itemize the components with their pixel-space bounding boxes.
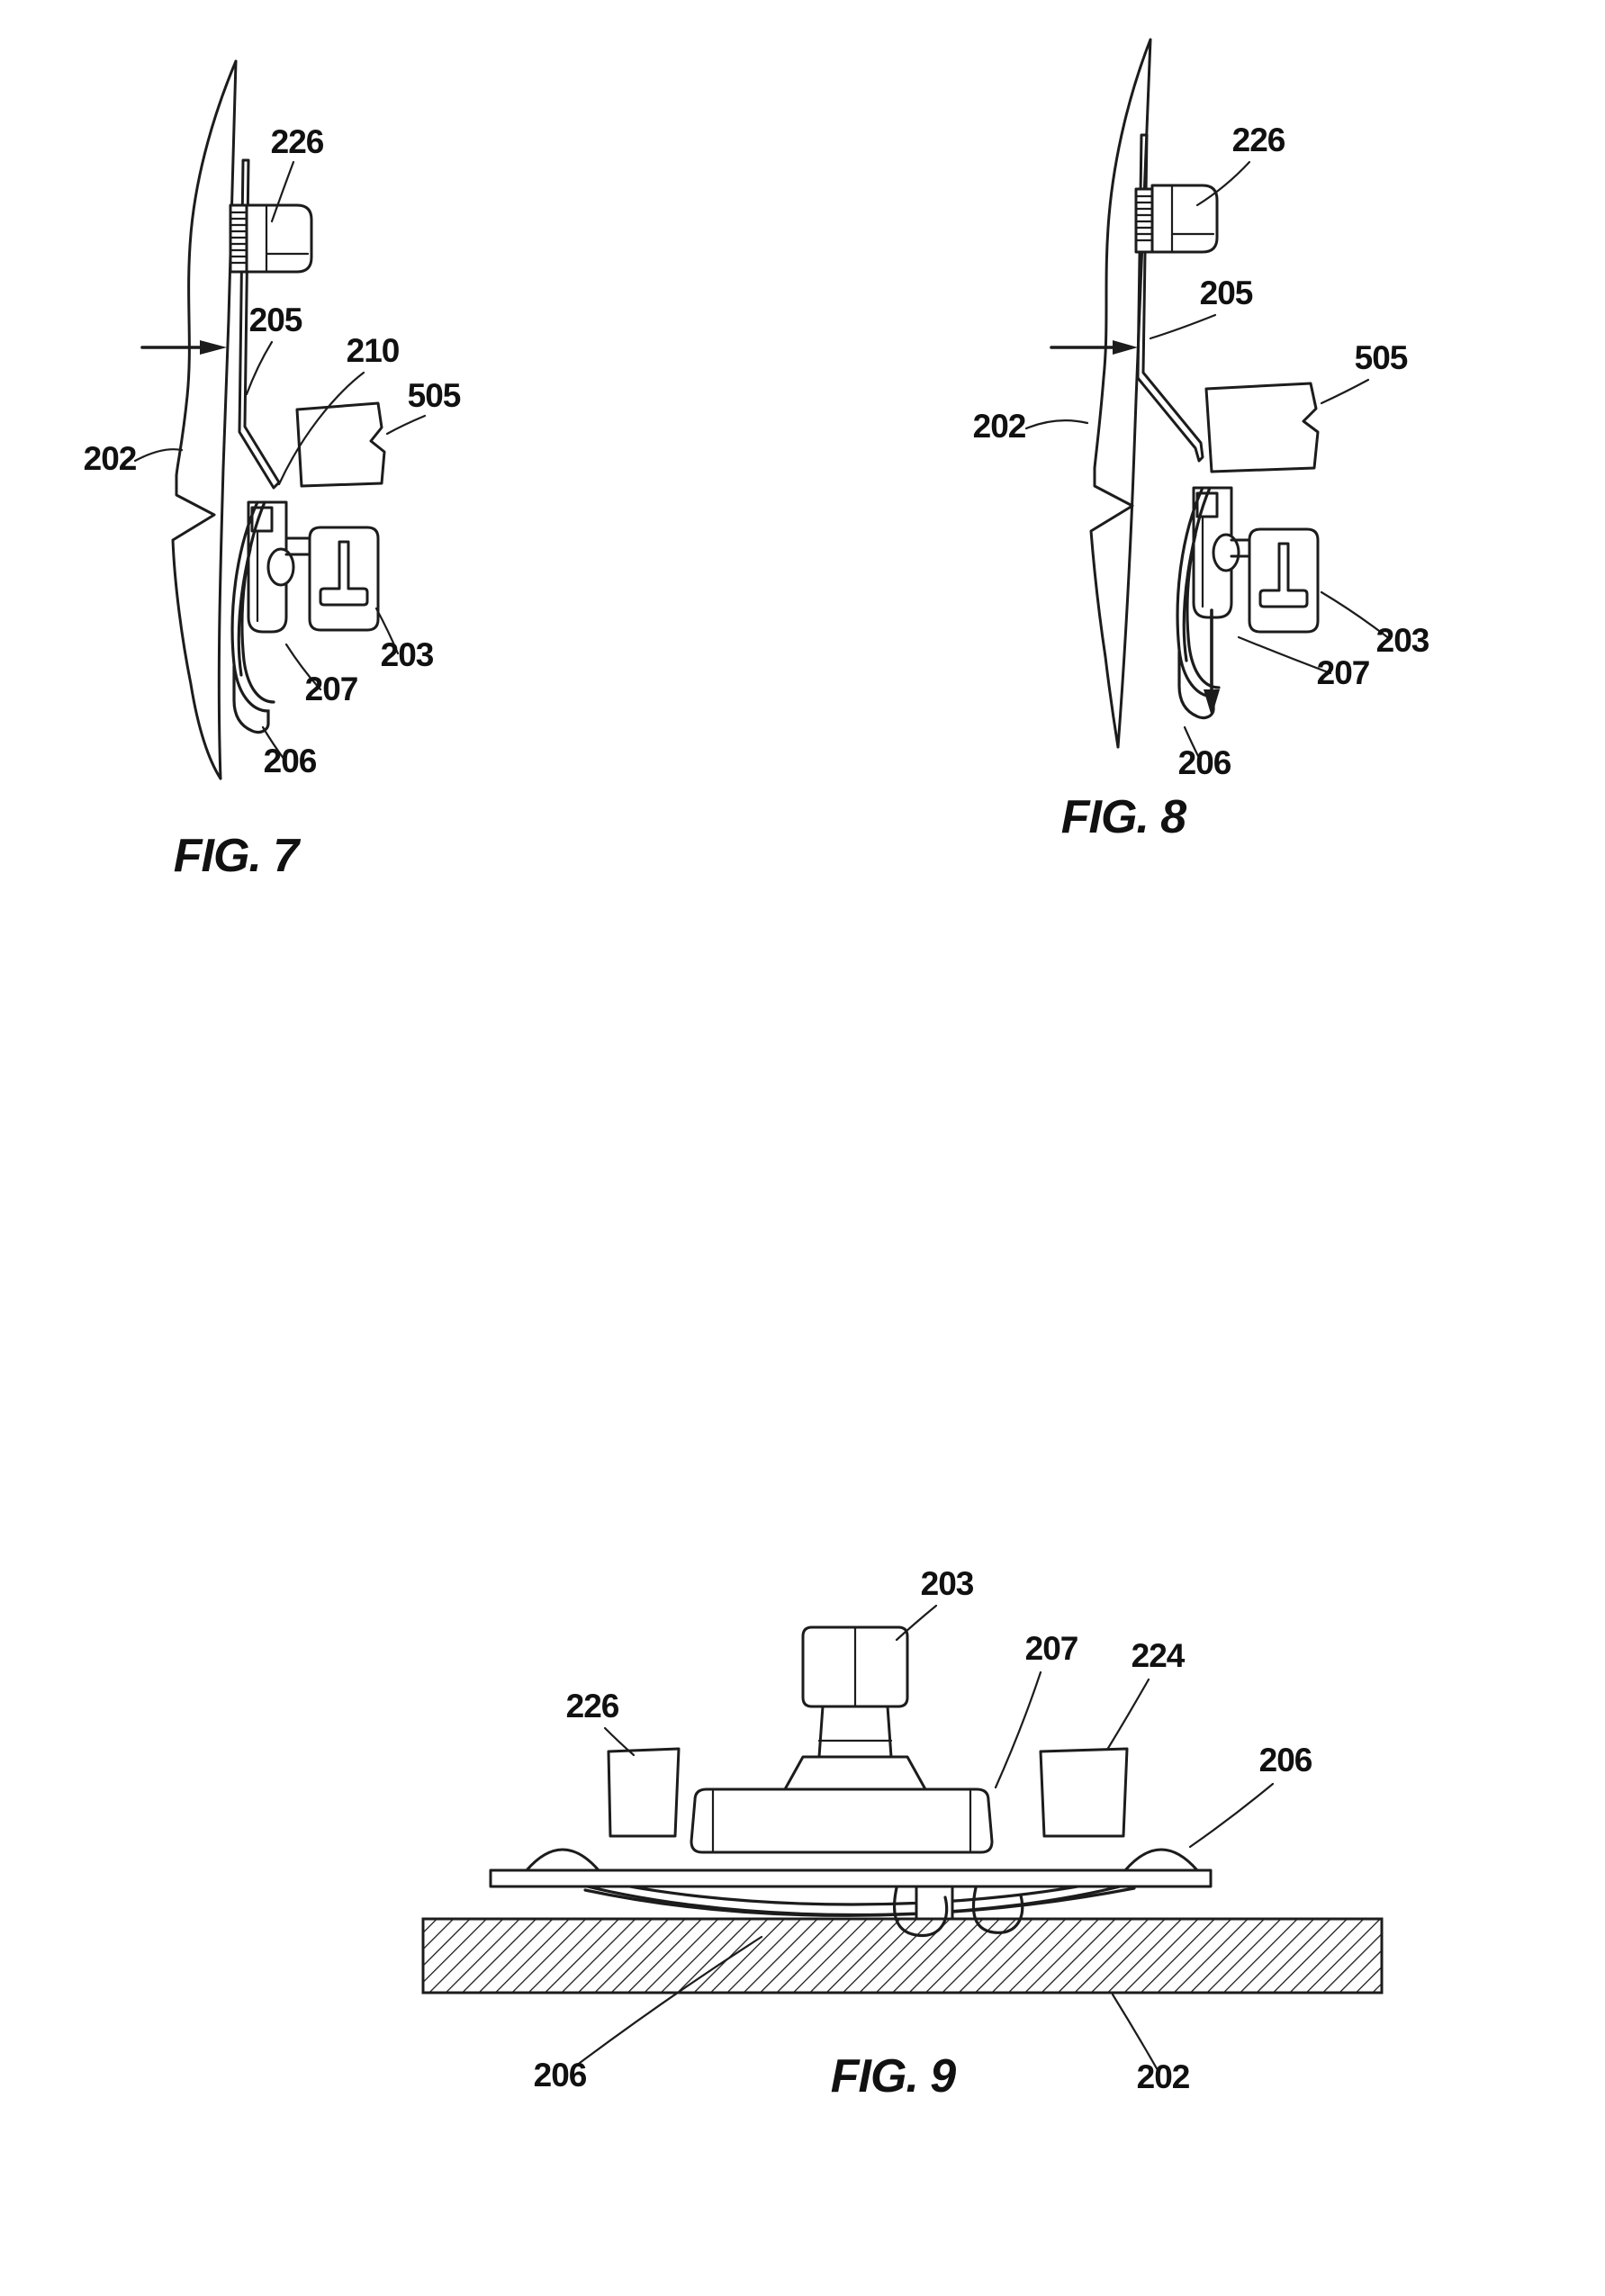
- knurled-knob-226: [229, 203, 313, 274]
- block-505: [295, 401, 386, 488]
- figure-9-caption: FIG. 9: [831, 2050, 957, 2102]
- figure-8-drawing: 226 205 505 202 203 207 206 FIG. 8: [973, 38, 1430, 843]
- block-505: [1204, 382, 1320, 473]
- spring-wire-207-hook-206: [230, 500, 275, 734]
- stud-post: [817, 1705, 893, 1759]
- ref-label-203: 203: [921, 1565, 974, 1602]
- center-plate: [690, 1787, 994, 1854]
- knob-224: [1039, 1747, 1129, 1838]
- figure-7-caption: FIG. 7: [174, 830, 302, 882]
- ref-label-206-left: 206: [534, 2057, 587, 2093]
- knurled-knob-226: [1134, 184, 1219, 254]
- ref-label-505: 505: [1355, 339, 1408, 376]
- ref-label-202: 202: [84, 440, 137, 477]
- leader-lines: [571, 1604, 1275, 2072]
- knob-226: [607, 1747, 681, 1838]
- leader-lines: [133, 160, 427, 761]
- ref-label-226: 226: [1232, 122, 1285, 158]
- ref-label-505: 505: [408, 377, 461, 414]
- base-strip: [489, 1848, 1213, 1888]
- ref-label-226: 226: [271, 123, 324, 160]
- ref-label-206-right: 206: [1259, 1742, 1312, 1778]
- ref-label-207: 207: [305, 671, 358, 707]
- ref-label-207: 207: [1025, 1630, 1078, 1667]
- left-dome: [525, 1848, 600, 1872]
- figure-9-drawing: 203 207 224 226 206 206 202 FIG. 9: [421, 1565, 1384, 2102]
- engage-down-arrow: [1204, 608, 1220, 716]
- insertion-arrow: [1050, 340, 1138, 355]
- ref-label-210: 210: [347, 332, 400, 369]
- ref-label-224: 224: [1132, 1637, 1186, 1674]
- ref-label-226: 226: [566, 1688, 619, 1724]
- figure-8-caption: FIG. 8: [1061, 791, 1187, 843]
- t-plate-203: [1230, 527, 1320, 634]
- ref-label-206: 206: [264, 743, 317, 779]
- ref-label-207: 207: [1317, 654, 1370, 691]
- panel-202: [171, 59, 238, 780]
- t-slot: [319, 540, 369, 607]
- panel-202-section: [421, 1917, 1384, 1994]
- ref-label-203: 203: [381, 636, 434, 673]
- bracket-body: [247, 500, 295, 634]
- ref-label-202: 202: [1137, 2058, 1190, 2095]
- bracket-body: [1192, 486, 1240, 619]
- spring-strip-205: [1136, 133, 1204, 463]
- ref-label-205: 205: [1200, 275, 1253, 311]
- leader-lines: [1024, 160, 1392, 760]
- ref-label-203: 203: [1376, 622, 1429, 659]
- right-dome: [1123, 1848, 1199, 1872]
- stud-flange: [783, 1755, 927, 1791]
- ref-label-206: 206: [1178, 744, 1231, 781]
- t-slot: [1258, 542, 1309, 608]
- insertion-arrow: [140, 340, 227, 355]
- t-plate-203: [284, 526, 380, 632]
- stud-203: [783, 1625, 927, 1791]
- figure-7-drawing: 226 205 210 505 202 203 207 206 FIG. 7: [84, 59, 462, 882]
- ref-label-205: 205: [249, 302, 302, 338]
- ref-label-202: 202: [973, 408, 1026, 445]
- hook-206-loops: [893, 1872, 1024, 1938]
